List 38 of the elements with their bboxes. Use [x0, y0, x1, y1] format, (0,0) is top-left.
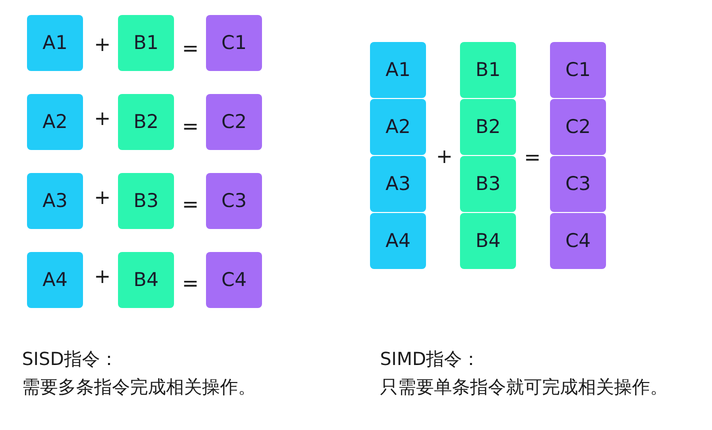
operand-tile: A2: [370, 99, 426, 155]
operand-tile: B3: [460, 156, 516, 212]
operand-tile: A3: [27, 173, 83, 229]
operand-tile: B2: [118, 94, 174, 150]
plus-sign: +: [94, 32, 111, 56]
equals-sign: =: [182, 192, 199, 216]
result-tile: C2: [550, 99, 606, 155]
operand-tile: A1: [27, 15, 83, 71]
heading-text: SISD指令：: [22, 349, 118, 371]
result-tile: C2: [206, 94, 262, 150]
description-text: 需要多条指令完成相关操作。: [22, 377, 256, 399]
operand-tile: B1: [460, 42, 516, 98]
equals-sign: =: [182, 114, 199, 138]
operand-tile: A4: [370, 213, 426, 269]
result-tile: C3: [550, 156, 606, 212]
operand-tile: B1: [118, 15, 174, 71]
description-text: 只需要单条指令就可完成相关操作。: [380, 377, 668, 399]
plus-sign: +: [94, 185, 111, 209]
operand-tile: B3: [118, 173, 174, 229]
operand-tile: A1: [370, 42, 426, 98]
plus-sign: +: [436, 144, 453, 168]
operand-tile: A4: [27, 252, 83, 308]
equals-sign: =: [182, 271, 199, 295]
equals-sign: =: [524, 145, 541, 169]
result-tile: C1: [550, 42, 606, 98]
result-tile: C1: [206, 15, 262, 71]
operand-tile: B4: [460, 213, 516, 269]
result-tile: C4: [206, 252, 262, 308]
result-tile: C3: [206, 173, 262, 229]
plus-sign: +: [94, 106, 111, 130]
operand-tile: B2: [460, 99, 516, 155]
plus-sign: +: [94, 264, 111, 288]
equals-sign: =: [182, 36, 199, 60]
result-tile: C4: [550, 213, 606, 269]
operand-tile: A3: [370, 156, 426, 212]
operand-tile: B4: [118, 252, 174, 308]
operand-tile: A2: [27, 94, 83, 150]
heading-text: SIMD指令：: [380, 349, 480, 371]
